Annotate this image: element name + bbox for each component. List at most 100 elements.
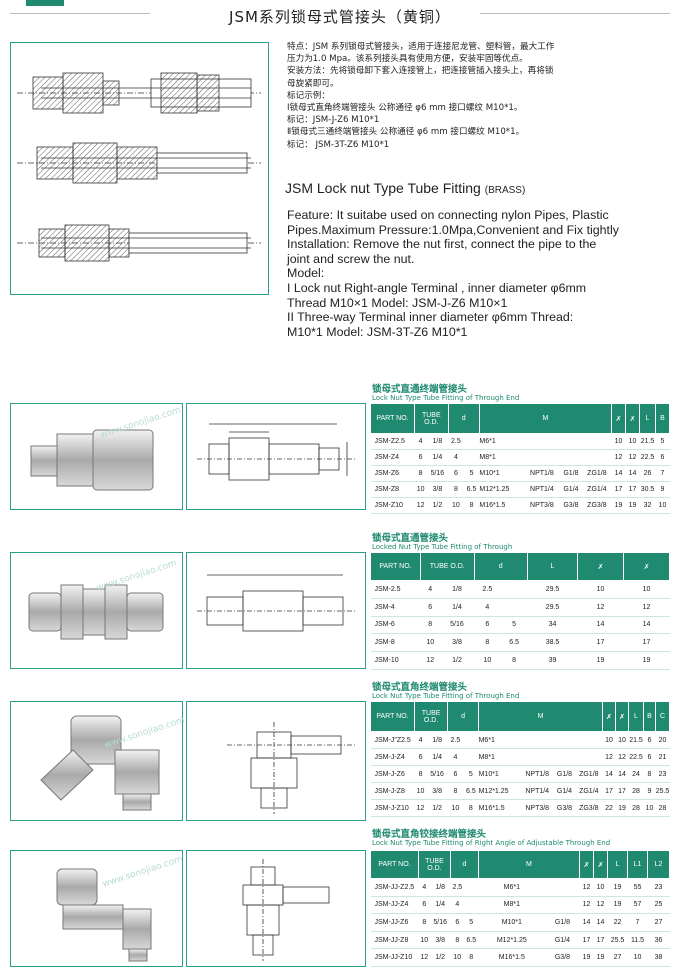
cn-line: 标记示例：	[287, 90, 330, 101]
en-line: II Three-way Terminal inner diameter φ6m…	[287, 310, 574, 325]
wrench-icon: ✗	[611, 403, 626, 434]
fitting-photo-illustration	[56, 868, 152, 962]
product-photo-straight-end: www.sonojiao.com	[10, 403, 183, 510]
col-header: L2	[647, 850, 670, 879]
dimension-drawing-svg	[227, 722, 357, 814]
section-title-en: Lock Nut Type Tube Fitting of Through En…	[372, 692, 520, 700]
cn-line: 标记： JSM-3T-Z6 M10*1	[287, 139, 390, 150]
wrench-icon: ✗	[577, 552, 624, 581]
wrench-icon: ✗	[625, 403, 640, 434]
en-line: I Lock nut Right-angle Terminal , inner …	[287, 280, 587, 295]
wrench-icon: ✗	[623, 552, 670, 581]
fitting-photo-illustration	[28, 584, 164, 640]
section-title-en: Locked Nut Type Tube Fitting of Through	[372, 543, 513, 551]
page-title: JSM系列锁母式管接头（黄铜）	[229, 8, 451, 26]
intro-chinese-text: 特点：JSM 系列锁母式管接头，适用于连接尼龙管、塑料管，最大工作 压力为1.0…	[287, 41, 667, 151]
title-rule-left	[10, 13, 150, 14]
col-header: d	[473, 552, 528, 581]
cn-line: 特点：JSM 系列锁母式管接头，适用于连接尼龙管、塑料管，最大工作	[287, 42, 555, 52]
col-header: TUBE O.D.	[413, 701, 449, 732]
drawing-through-fitting	[17, 142, 261, 184]
cn-line: 安装方法：先将锁母卸下套入连接管上，把连接管插入接头上，再将锁	[287, 66, 554, 77]
col-header: L1	[627, 850, 648, 879]
cn-line: 压力为1.0 Mpa。该系列接头具有使用方便，安装牢固等优点。	[287, 54, 528, 65]
en-line: Installation: Remove the nut first, conn…	[287, 237, 597, 252]
spec-table-right-angle: PART NO. TUBE O.D. d M ✗ ✗ L B C JSM-J"Z…	[370, 701, 670, 817]
spec-table-adjustable: PART NO. TUBE O.D. d M ✗ ✗ L L1 L2 JSM-J…	[370, 850, 670, 967]
col-header: M	[478, 701, 603, 732]
product-photo-through: www.sonojiao.com	[10, 552, 183, 669]
drawing-right-angle	[186, 701, 366, 821]
wrench-icon: ✗	[579, 850, 594, 879]
col-header: B	[655, 403, 670, 434]
en-line: Model:	[287, 266, 325, 281]
cn-line: Ⅱ锁母式三通终端管接头 公称通径 φ6 mm 接口螺纹 M10*1。	[287, 127, 525, 138]
col-header: TUBE O.D.	[414, 403, 449, 434]
drawing-through	[186, 552, 366, 669]
english-title: JSM Lock nut Type Tube Fitting (BRASS)	[285, 180, 525, 196]
wrench-icon: ✗	[602, 701, 616, 732]
fitting-photo-illustration	[30, 429, 154, 491]
col-header: PART NO.	[370, 552, 421, 581]
product-photo-right-angle: www.sonojiao.com	[10, 701, 186, 821]
col-header: L	[639, 403, 656, 434]
col-header: M	[478, 403, 613, 434]
drawing-adjustable	[186, 850, 366, 967]
section-title-cn: 锁母式直角终端管接头	[372, 682, 468, 693]
section-title-en: Lock Nut Type Tube Fitting of Through En…	[372, 394, 520, 402]
title-rule-right	[480, 13, 670, 14]
col-header: PART NO.	[370, 850, 419, 879]
sectional-drawings-panel	[10, 42, 269, 295]
intro-english-text: Feature: It suitabe used on connecting n…	[287, 208, 667, 339]
product-photo-adjustable: www.sonojiao.com	[10, 850, 184, 967]
sectional-drawings-svg	[17, 72, 261, 262]
col-header: C	[655, 701, 670, 732]
section-title-en: Lock Nut Type Tube Fitting of Right Angl…	[372, 839, 611, 847]
cn-line: Ⅰ锁母式直角终端管接头 公称通径 φ6 mm 接口螺纹 M10*1。	[287, 103, 523, 114]
english-title-text: JSM Lock nut Type Tube Fitting	[285, 180, 481, 196]
en-line: M10*1 Model: JSM-3T-Z6 M10*1	[287, 324, 468, 339]
col-header: d	[447, 403, 480, 434]
en-line: Thread M10×1 Model: JSM-J-Z6 M10×1	[287, 295, 508, 310]
col-header: L	[628, 701, 644, 732]
en-line: Feature: It suitabe used on connecting n…	[287, 208, 609, 222]
col-header: TUBE O.D.	[420, 552, 475, 581]
drawing-straight-end	[186, 403, 366, 510]
col-header: d	[447, 701, 480, 732]
english-title-suffix: (BRASS)	[484, 185, 526, 196]
cn-line: 标记：JSM-J-Z6 M10*1	[287, 115, 380, 126]
col-header: TUBE O.D.	[418, 850, 451, 879]
dimension-drawing-svg	[197, 423, 357, 481]
wrench-icon: ✗	[593, 850, 608, 879]
wrench-icon: ✗	[615, 701, 629, 732]
col-header: L	[607, 850, 628, 879]
col-header: d	[449, 850, 479, 879]
fitting-photo-illustration	[40, 715, 160, 811]
dimension-drawing-svg	[242, 859, 330, 961]
drawing-through-end-fitting	[17, 224, 261, 262]
en-line: joint and screw the nut.	[287, 251, 415, 266]
col-header: L	[527, 552, 578, 581]
en-line: Pipes.Maximum Pressure:1.0Mpa,Convenient…	[287, 222, 619, 237]
drawing-straight-end-fitting	[17, 72, 261, 114]
col-header: PART NO.	[370, 701, 415, 732]
